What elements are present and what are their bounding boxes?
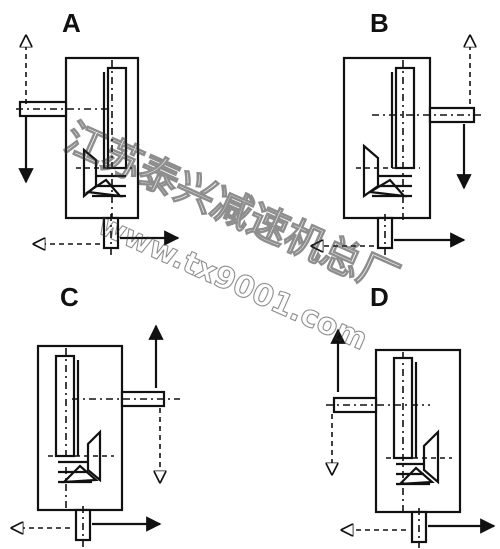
- panel-c-shaft-column: [54, 354, 76, 458]
- panel-b: B: [312, 8, 484, 258]
- panel-b-label: B: [370, 8, 389, 38]
- panel-d-bevel-gear: [422, 429, 440, 485]
- panel-a-label: A: [62, 8, 81, 38]
- panel-d-housing: [374, 348, 462, 514]
- panel-c-bevel-gear: [86, 429, 102, 483]
- panel-c: C: [12, 282, 180, 548]
- panel-a-input-shaft: [18, 100, 68, 118]
- panel-d-label: D: [370, 282, 389, 312]
- panel-b-shaft-column: [394, 66, 416, 170]
- panel-d: D: [326, 282, 496, 548]
- panel-c-label: C: [60, 282, 79, 312]
- panel-c-housing: [36, 344, 124, 512]
- panel-a: A: [16, 8, 180, 258]
- watermark: 江苏泰兴减速机总厂 www.tx9001.com: [57, 115, 406, 359]
- panel-a-housing: [64, 56, 140, 220]
